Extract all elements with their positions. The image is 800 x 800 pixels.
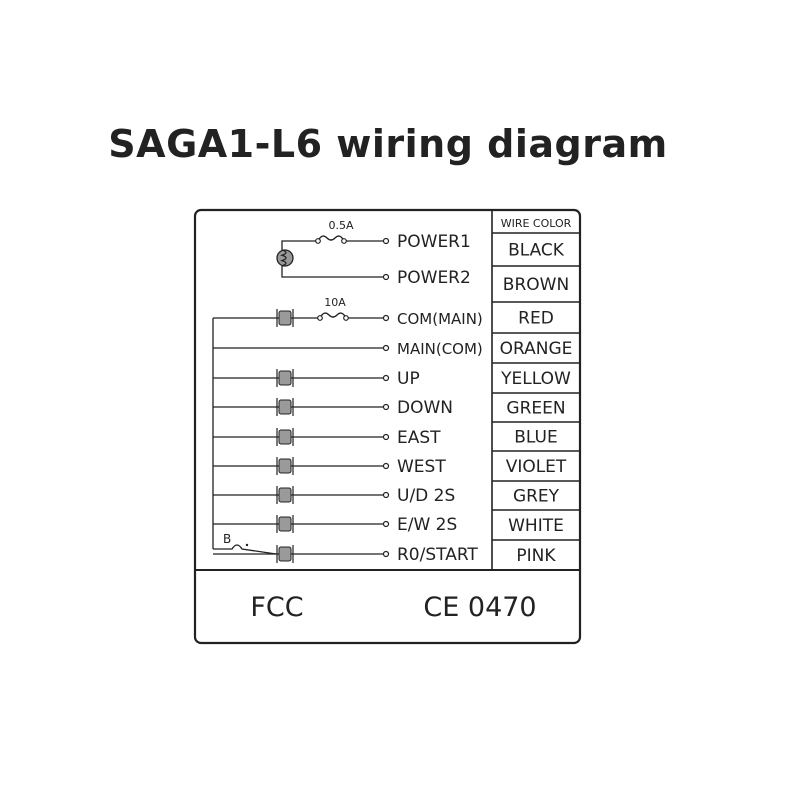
power-fuse-terminal (315, 238, 321, 244)
wire-color-label: ORANGE (500, 339, 573, 359)
power-coil-wire-bottom (281, 266, 384, 278)
terminal-icon (382, 520, 390, 528)
signal-label: POWER1 (397, 232, 471, 252)
contact-icon (278, 516, 292, 532)
main-fuse-terminal (343, 315, 349, 321)
power-fuse-terminal (341, 238, 347, 244)
wire-color-label: BROWN (503, 275, 569, 295)
wire-color-label: WHITE (508, 516, 564, 536)
ce-mark: CE 0470 (423, 592, 536, 623)
signal-row: POWER1 BLACK (382, 232, 580, 267)
power-coil-wire (281, 240, 318, 250)
power-fuse-icon (317, 235, 345, 242)
main-fuse-label: 10A (324, 296, 346, 309)
b-label: B (223, 532, 231, 546)
terminal-icon (382, 403, 390, 411)
terminal-icon (382, 462, 390, 470)
contact-icon (278, 399, 292, 415)
main-fuse-terminal (317, 315, 323, 321)
wire-color-label: PINK (516, 546, 556, 566)
power-fuse-label: 0.5A (328, 219, 353, 232)
diagram-frame (193, 208, 582, 645)
signal-row: UP YELLOW (213, 369, 580, 394)
signal-label: POWER2 (397, 268, 471, 288)
power-circuit: 0.5A (276, 219, 384, 278)
signal-label: U/D 2S (397, 486, 455, 506)
signal-rows: POWER1 BLACK POWER2 BROWN COM(MAIN) RED MAIN(C… (213, 232, 580, 571)
signal-row: COM(MAIN) RED (213, 309, 580, 334)
b-switch-wire (213, 544, 277, 555)
signal-label: E/W 2S (397, 515, 457, 535)
coil-icon (276, 249, 294, 267)
b-switch-dot (245, 543, 249, 547)
signal-label: EAST (397, 428, 441, 448)
main-fuse-icon (319, 312, 347, 319)
terminal-icon (382, 433, 390, 441)
wire-color-header: WIRE COLOR (501, 217, 572, 230)
wire-color-label: YELLOW (500, 369, 571, 389)
terminal-icon (382, 374, 390, 382)
wire-color-label: GREEN (506, 399, 565, 419)
signal-row: EAST BLUE (213, 428, 580, 452)
wire-color-label: BLACK (508, 241, 565, 261)
contact-icon (278, 487, 292, 503)
signal-row: MAIN(COM) ORANGE (213, 339, 580, 364)
signal-row: POWER2 BROWN (382, 268, 580, 303)
coil-winding (279, 249, 287, 267)
contact-icon (278, 546, 292, 562)
terminal-icon (382, 550, 390, 558)
signal-row: U/D 2S GREY (213, 486, 580, 511)
wire-color-label: GREY (513, 487, 560, 507)
wire-color-label: RED (518, 309, 554, 329)
contact-icon (278, 370, 292, 386)
diagram-title: SAGA1-L6 wiring diagram (108, 122, 668, 166)
signal-row: WEST VIOLET (213, 457, 580, 482)
terminal-icon (382, 314, 390, 322)
contact-icon (278, 310, 292, 326)
signal-label: UP (397, 369, 420, 389)
fcc-mark: FCC (250, 592, 303, 623)
main-bus: 10A B (212, 296, 349, 555)
signal-label: MAIN(COM) (397, 340, 483, 358)
signal-row: DOWN GREEN (213, 398, 580, 423)
terminal-icon (382, 491, 390, 499)
contact-icon (278, 429, 292, 445)
signal-label: DOWN (397, 398, 453, 418)
contact-icon (278, 458, 292, 474)
terminal-icon (382, 237, 390, 245)
wire-color-label: BLUE (514, 428, 557, 448)
terminal-icon (382, 344, 390, 352)
signal-row: E/W 2S WHITE (213, 515, 580, 541)
signal-label: COM(MAIN) (397, 310, 483, 328)
signal-label: R0/START (397, 545, 478, 565)
signal-label: WEST (397, 457, 446, 477)
wire-color-label: VIOLET (506, 457, 567, 477)
terminal-icon (382, 273, 390, 281)
signal-row: R0/START PINK (213, 545, 580, 571)
